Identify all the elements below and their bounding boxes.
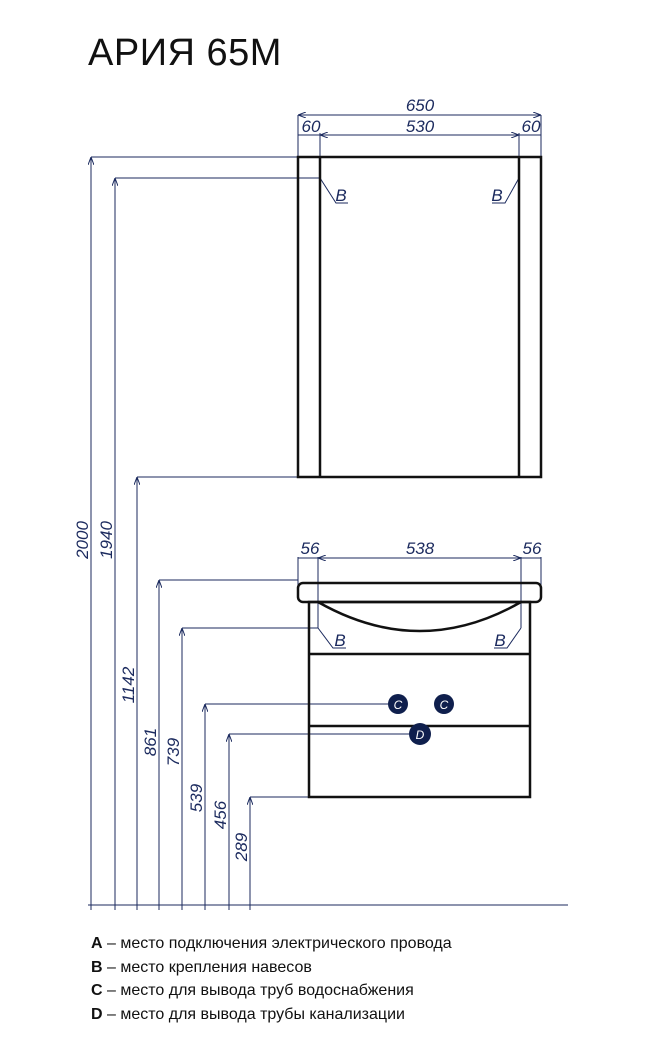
cabinet-body — [307, 600, 532, 799]
basin-bowl — [317, 600, 522, 633]
dim-height-2000: 2000 — [73, 521, 92, 560]
legend-item-a: A – место подключения электрического про… — [91, 932, 452, 956]
legend-key: B — [91, 958, 103, 976]
dim-height-1142: 1142 — [119, 666, 138, 703]
legend-item-d: D – место для вывода трубы канализации — [91, 1003, 452, 1027]
legend-text: – место для вывода трубы канализации — [102, 1006, 405, 1024]
furniture-outline — [296, 155, 543, 799]
label-b: B — [491, 186, 502, 205]
dim-height-739: 739 — [164, 737, 183, 766]
svg-text:C: C — [394, 698, 403, 712]
dim-mirror-side-left: 60 — [302, 117, 321, 136]
dim-height-861: 861 — [141, 728, 160, 756]
legend-key: C — [91, 982, 103, 1000]
dim-height-1940: 1940 — [97, 521, 116, 559]
mirror-frame — [296, 155, 543, 479]
legend-text: – место крепления навесов — [102, 958, 312, 976]
svg-text:C: C — [440, 698, 449, 712]
dim-height-456: 456 — [211, 800, 230, 829]
dim-cabinet-side-left: 56 — [301, 539, 320, 558]
washbasin-top — [296, 581, 543, 604]
marker-d: D — [409, 723, 431, 745]
svg-text:D: D — [416, 728, 425, 742]
legend: A – место подключения электрического про… — [91, 932, 452, 1027]
legend-key: A — [91, 935, 103, 952]
marker-c2: C — [434, 694, 454, 714]
label-b: B — [335, 186, 346, 205]
legend-item-b: B – место крепления навесов — [91, 956, 452, 980]
label-b: B — [334, 631, 345, 650]
legend-key: D — [91, 1006, 103, 1024]
dim-mirror-width: 650 — [406, 96, 435, 115]
dimension-lines — [88, 115, 568, 910]
marker-c1: C — [388, 694, 408, 714]
legend-text: – место подключения электрического прово… — [102, 935, 452, 952]
dim-height-539: 539 — [187, 783, 206, 812]
label-b: B — [494, 631, 505, 650]
dim-height-289: 289 — [232, 832, 251, 862]
legend-item-c: C – место для вывода труб водоснабжения — [91, 979, 452, 1003]
dim-cabinet-inner: 538 — [406, 539, 435, 558]
page-title: АРИЯ 65М — [88, 32, 282, 74]
dim-mirror-inner: 530 — [406, 117, 435, 136]
legend-text: – место для вывода труб водоснабжения — [102, 982, 414, 1000]
dim-cabinet-side-right: 56 — [523, 539, 542, 558]
dim-mirror-side-right: 60 — [522, 117, 541, 136]
